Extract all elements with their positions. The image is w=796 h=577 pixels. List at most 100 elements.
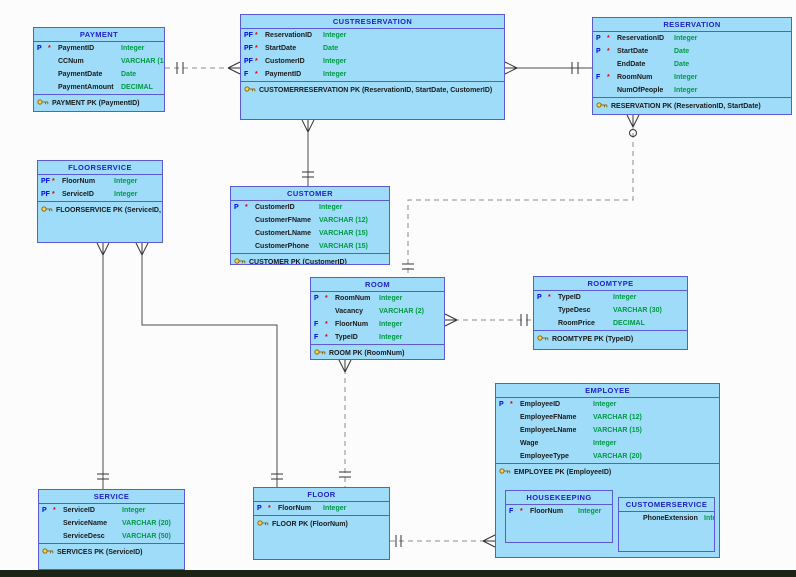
rel-custreservation-reservation[interactable] <box>504 61 592 75</box>
column-type: Date <box>323 45 339 52</box>
primary-key-section: CUSTOMER PK (CustomerID) <box>231 253 389 265</box>
column-name: PaymentAmount <box>58 84 114 91</box>
primary-key-label: EMPLOYEE PK (EmployeeID) <box>514 469 612 476</box>
column-type: Integer <box>379 321 403 328</box>
column-type: Integer <box>379 334 403 341</box>
column-row[interactable]: EmployeeFName VARCHAR (12) <box>496 411 719 424</box>
column-type: VARCHAR (20) <box>122 520 171 527</box>
primary-key-label: CUSTOMERRESERVATION PK (ReservationID, S… <box>259 87 493 94</box>
rel-room-floor[interactable] <box>338 359 352 487</box>
primary-key-label: CUSTOMER PK (CustomerID) <box>249 259 347 265</box>
column-name: EmployeeID <box>520 401 561 408</box>
column-name: FloorNum <box>335 321 369 328</box>
primary-key-section: FLOOR PK (FloorNum) <box>254 515 389 529</box>
required-star: * <box>325 295 328 302</box>
pk-fk-marker: F <box>509 508 514 515</box>
required-star: * <box>520 508 523 515</box>
required-star: * <box>53 507 56 514</box>
pk-fk-marker: P <box>37 45 42 52</box>
entity-customerservice[interactable]: CUSTOMERSERVICEPhoneExtensionInteger <box>618 497 715 552</box>
rel-payment-custreservation[interactable] <box>165 61 241 75</box>
rel-floorservice-floor[interactable] <box>135 242 283 487</box>
column-type: DECIMAL <box>613 320 645 327</box>
pk-fk-marker: P <box>234 204 239 211</box>
cardinality-one-tick <box>302 171 314 178</box>
rel-floorservice-service[interactable] <box>96 242 110 489</box>
required-star: * <box>255 58 258 65</box>
rel-reservation-room[interactable] <box>402 114 640 277</box>
column-name: TypeID <box>335 334 358 341</box>
column-name: ReservationID <box>617 35 665 42</box>
column-type: VARCHAR (50) <box>122 533 171 540</box>
pk-fk-marker: F <box>314 334 319 341</box>
key-icon <box>234 257 246 264</box>
pk-fk-marker: F <box>314 321 319 328</box>
column-row[interactable]: PhoneExtensionInteger <box>619 512 714 525</box>
rel-custreservation-customer[interactable] <box>301 119 315 186</box>
cardinality-one-tick <box>97 473 109 480</box>
rel-floor-housekeeping[interactable] <box>390 534 496 548</box>
column-name: EndDate <box>617 61 646 68</box>
column-type: VARCHAR (15) <box>319 243 368 250</box>
optional-circle <box>629 129 637 137</box>
column-name: PaymentID <box>265 71 302 78</box>
key-icon <box>42 547 54 557</box>
key-icon <box>244 85 256 95</box>
column-type: Integer <box>323 32 347 39</box>
rel-room-roomtype[interactable] <box>444 313 533 327</box>
column-name: EmployeeFName <box>520 414 577 421</box>
required-star: * <box>607 35 610 42</box>
column-name: RoomNum <box>617 74 653 81</box>
column-type: VARCHAR (12) <box>593 414 642 421</box>
